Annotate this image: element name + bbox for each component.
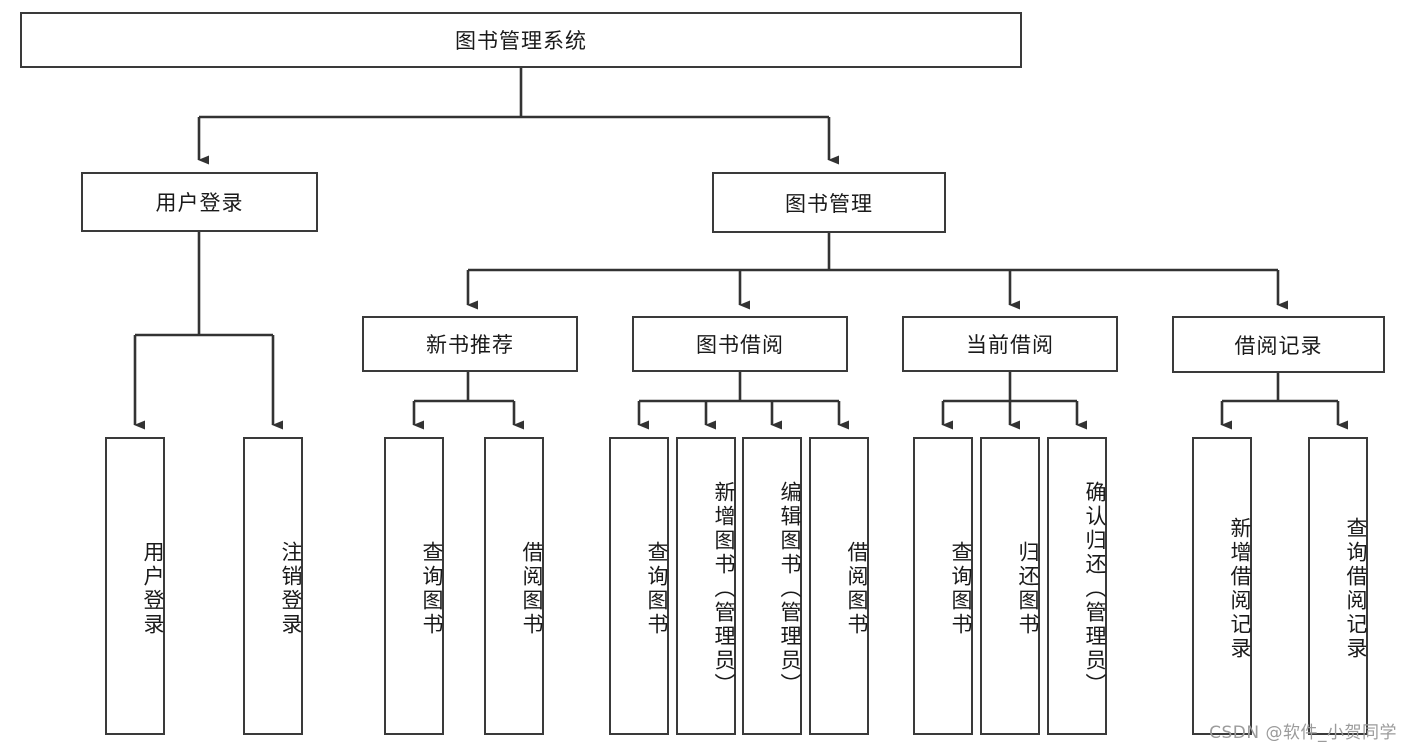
leaf-record-add[interactable]: 新增借阅记录 xyxy=(1192,437,1252,735)
node-new-book-recommend-label: 新书推荐 xyxy=(426,333,514,357)
leaf-borrow-borrow-book[interactable]: 借阅图书 xyxy=(809,437,869,735)
leaf-label: 确认归还（管理员） xyxy=(1083,481,1107,697)
leaf-label: 查询图书 xyxy=(645,541,669,637)
node-book-borrow[interactable]: 图书借阅 xyxy=(632,316,848,372)
node-borrow-record[interactable]: 借阅记录 xyxy=(1172,316,1385,373)
node-user-login-label: 用户登录 xyxy=(155,191,244,215)
leaf-label: 编辑图书（管理员） xyxy=(778,481,802,697)
leaf-label: 新增图书（管理员） xyxy=(712,481,736,697)
node-root-label: 图书管理系统 xyxy=(455,29,587,53)
leaf-label: 查询图书 xyxy=(420,541,444,637)
leaf-new-book-borrow[interactable]: 借阅图书 xyxy=(484,437,544,735)
leaf-new-book-query[interactable]: 查询图书 xyxy=(384,437,444,735)
leaf-label: 查询图书 xyxy=(949,541,973,637)
node-user-login[interactable]: 用户登录 xyxy=(81,172,318,232)
leaf-label: 新增借阅记录 xyxy=(1228,517,1252,661)
leaf-current-query-book[interactable]: 查询图书 xyxy=(913,437,973,735)
leaf-user-login-logout[interactable]: 注销登录 xyxy=(243,437,303,735)
node-root[interactable]: 图书管理系统 xyxy=(20,12,1022,68)
leaf-borrow-query-book[interactable]: 查询图书 xyxy=(609,437,669,735)
leaf-record-query[interactable]: 查询借阅记录 xyxy=(1308,437,1368,735)
node-current-borrow-label: 当前借阅 xyxy=(966,333,1054,357)
leaf-label: 借阅图书 xyxy=(520,541,544,637)
leaf-current-return-book[interactable]: 归还图书 xyxy=(980,437,1040,735)
node-borrow-record-label: 借阅记录 xyxy=(1234,333,1323,358)
node-book-borrow-label: 图书借阅 xyxy=(696,333,784,357)
node-book-management-label: 图书管理 xyxy=(785,191,873,216)
leaf-current-confirm-return[interactable]: 确认归还（管理员） xyxy=(1047,437,1107,735)
leaf-label: 归还图书 xyxy=(1016,541,1040,637)
leaf-label: 查询借阅记录 xyxy=(1344,517,1368,661)
leaf-borrow-add-book[interactable]: 新增图书（管理员） xyxy=(676,437,736,735)
leaf-label: 借阅图书 xyxy=(845,541,869,637)
leaf-label: 注销登录 xyxy=(279,541,303,637)
leaf-label: 用户登录 xyxy=(141,541,165,637)
node-current-borrow[interactable]: 当前借阅 xyxy=(902,316,1118,372)
csdn-watermark: CSDN @软件_小贺同学 xyxy=(1209,723,1397,743)
node-book-management[interactable]: 图书管理 xyxy=(712,172,946,233)
leaf-borrow-edit-book[interactable]: 编辑图书（管理员） xyxy=(742,437,802,735)
node-new-book-recommend[interactable]: 新书推荐 xyxy=(362,316,578,372)
leaf-user-login-login[interactable]: 用户登录 xyxy=(105,437,165,735)
